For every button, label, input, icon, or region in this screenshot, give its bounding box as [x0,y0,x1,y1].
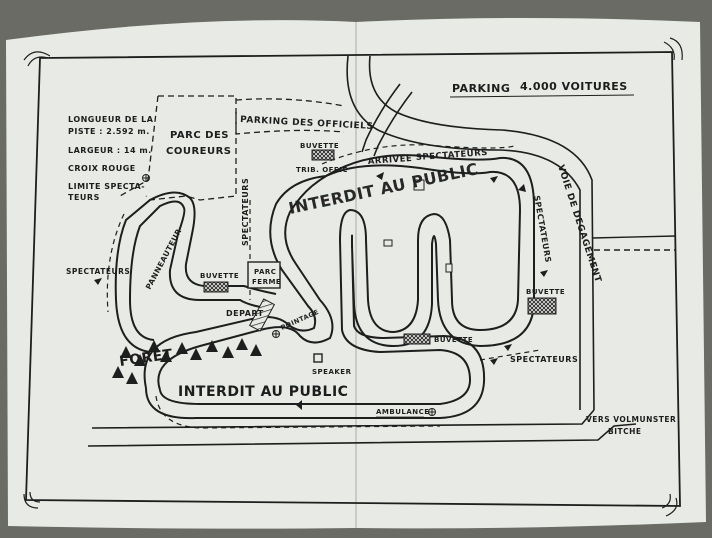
buvette-right-icon [527,297,557,315]
legend-limit-line2: TEURS [68,193,100,202]
arrival-marker [413,179,425,191]
officials-parking-area [235,98,345,135]
corner-ornament-bl [23,491,41,509]
exit-line2: BITCHE [608,427,642,436]
race-track [114,154,535,420]
depart-grid-icon [248,298,276,332]
legend-length-line1: LONGUEUR DE LA [68,115,154,124]
parc-ferme-line1: PARC [254,268,276,276]
parking-label: PARKING [452,82,510,95]
access-road [346,55,595,411]
parking-underline [449,94,635,98]
track-marker-a [383,239,393,247]
legend-length-line2: PISTE : 2.592 m. [68,127,150,136]
red-cross-icon [142,174,436,416]
side-road [591,235,677,251]
spectateurs-left-label: SPECTATEURS [66,267,130,276]
buvette-middle-label: BUVETTE [434,336,473,344]
legend-red-cross: CROIX ROUGE [68,164,136,173]
spectateurs-bottom-label: SPECTATEURS [510,355,578,364]
exit-line1: VERS VOLMUNSTER [586,415,676,424]
map-border [25,51,681,507]
parc-ferme-line2: FERME [252,278,281,286]
buvette-middle-icon [403,333,431,345]
corner-ornament-br [661,493,678,517]
spectateurs-vertical-left: SPECTATEURS [241,178,250,246]
direction-arrows [94,172,548,410]
arrivee-label: ARRIVEE [368,154,413,167]
corner-ornament-tr [663,37,683,61]
forest-trees [112,338,262,384]
spectator-limit-line [119,95,159,197]
speaker-label: SPEAKER [312,368,352,376]
drivers-park-line2: COUREURS [166,146,232,157]
legend-limit-line1: LIMITE SPECTA- [68,182,145,191]
buvette-top-icon [311,149,335,161]
drivers-park-line1: PARC DES [170,130,229,141]
buvette-right-label: BUVETTE [526,288,565,296]
interdit-public-lower: INTERDIT AU PUBLIC [178,384,348,400]
speaker-icon [313,353,323,363]
ambulance-label: AMBULANCE [376,408,430,416]
buvette-left-label: BUVETTE [200,272,239,280]
legend-width: LARGEUR : 14 m. [68,146,152,155]
parking-count: 4.000 VOITURES [520,80,628,93]
depart-label: DEPART [226,309,264,318]
parc-ferme-box [247,261,281,289]
corner-ornament-tl [23,51,51,67]
buvette-top-label: BUVETTE [300,142,339,150]
track-marker-b [445,263,453,273]
trib-offic-label: TRIB. OFFIC [296,166,348,174]
main-road [87,409,637,447]
buvette-left-icon [203,281,229,293]
